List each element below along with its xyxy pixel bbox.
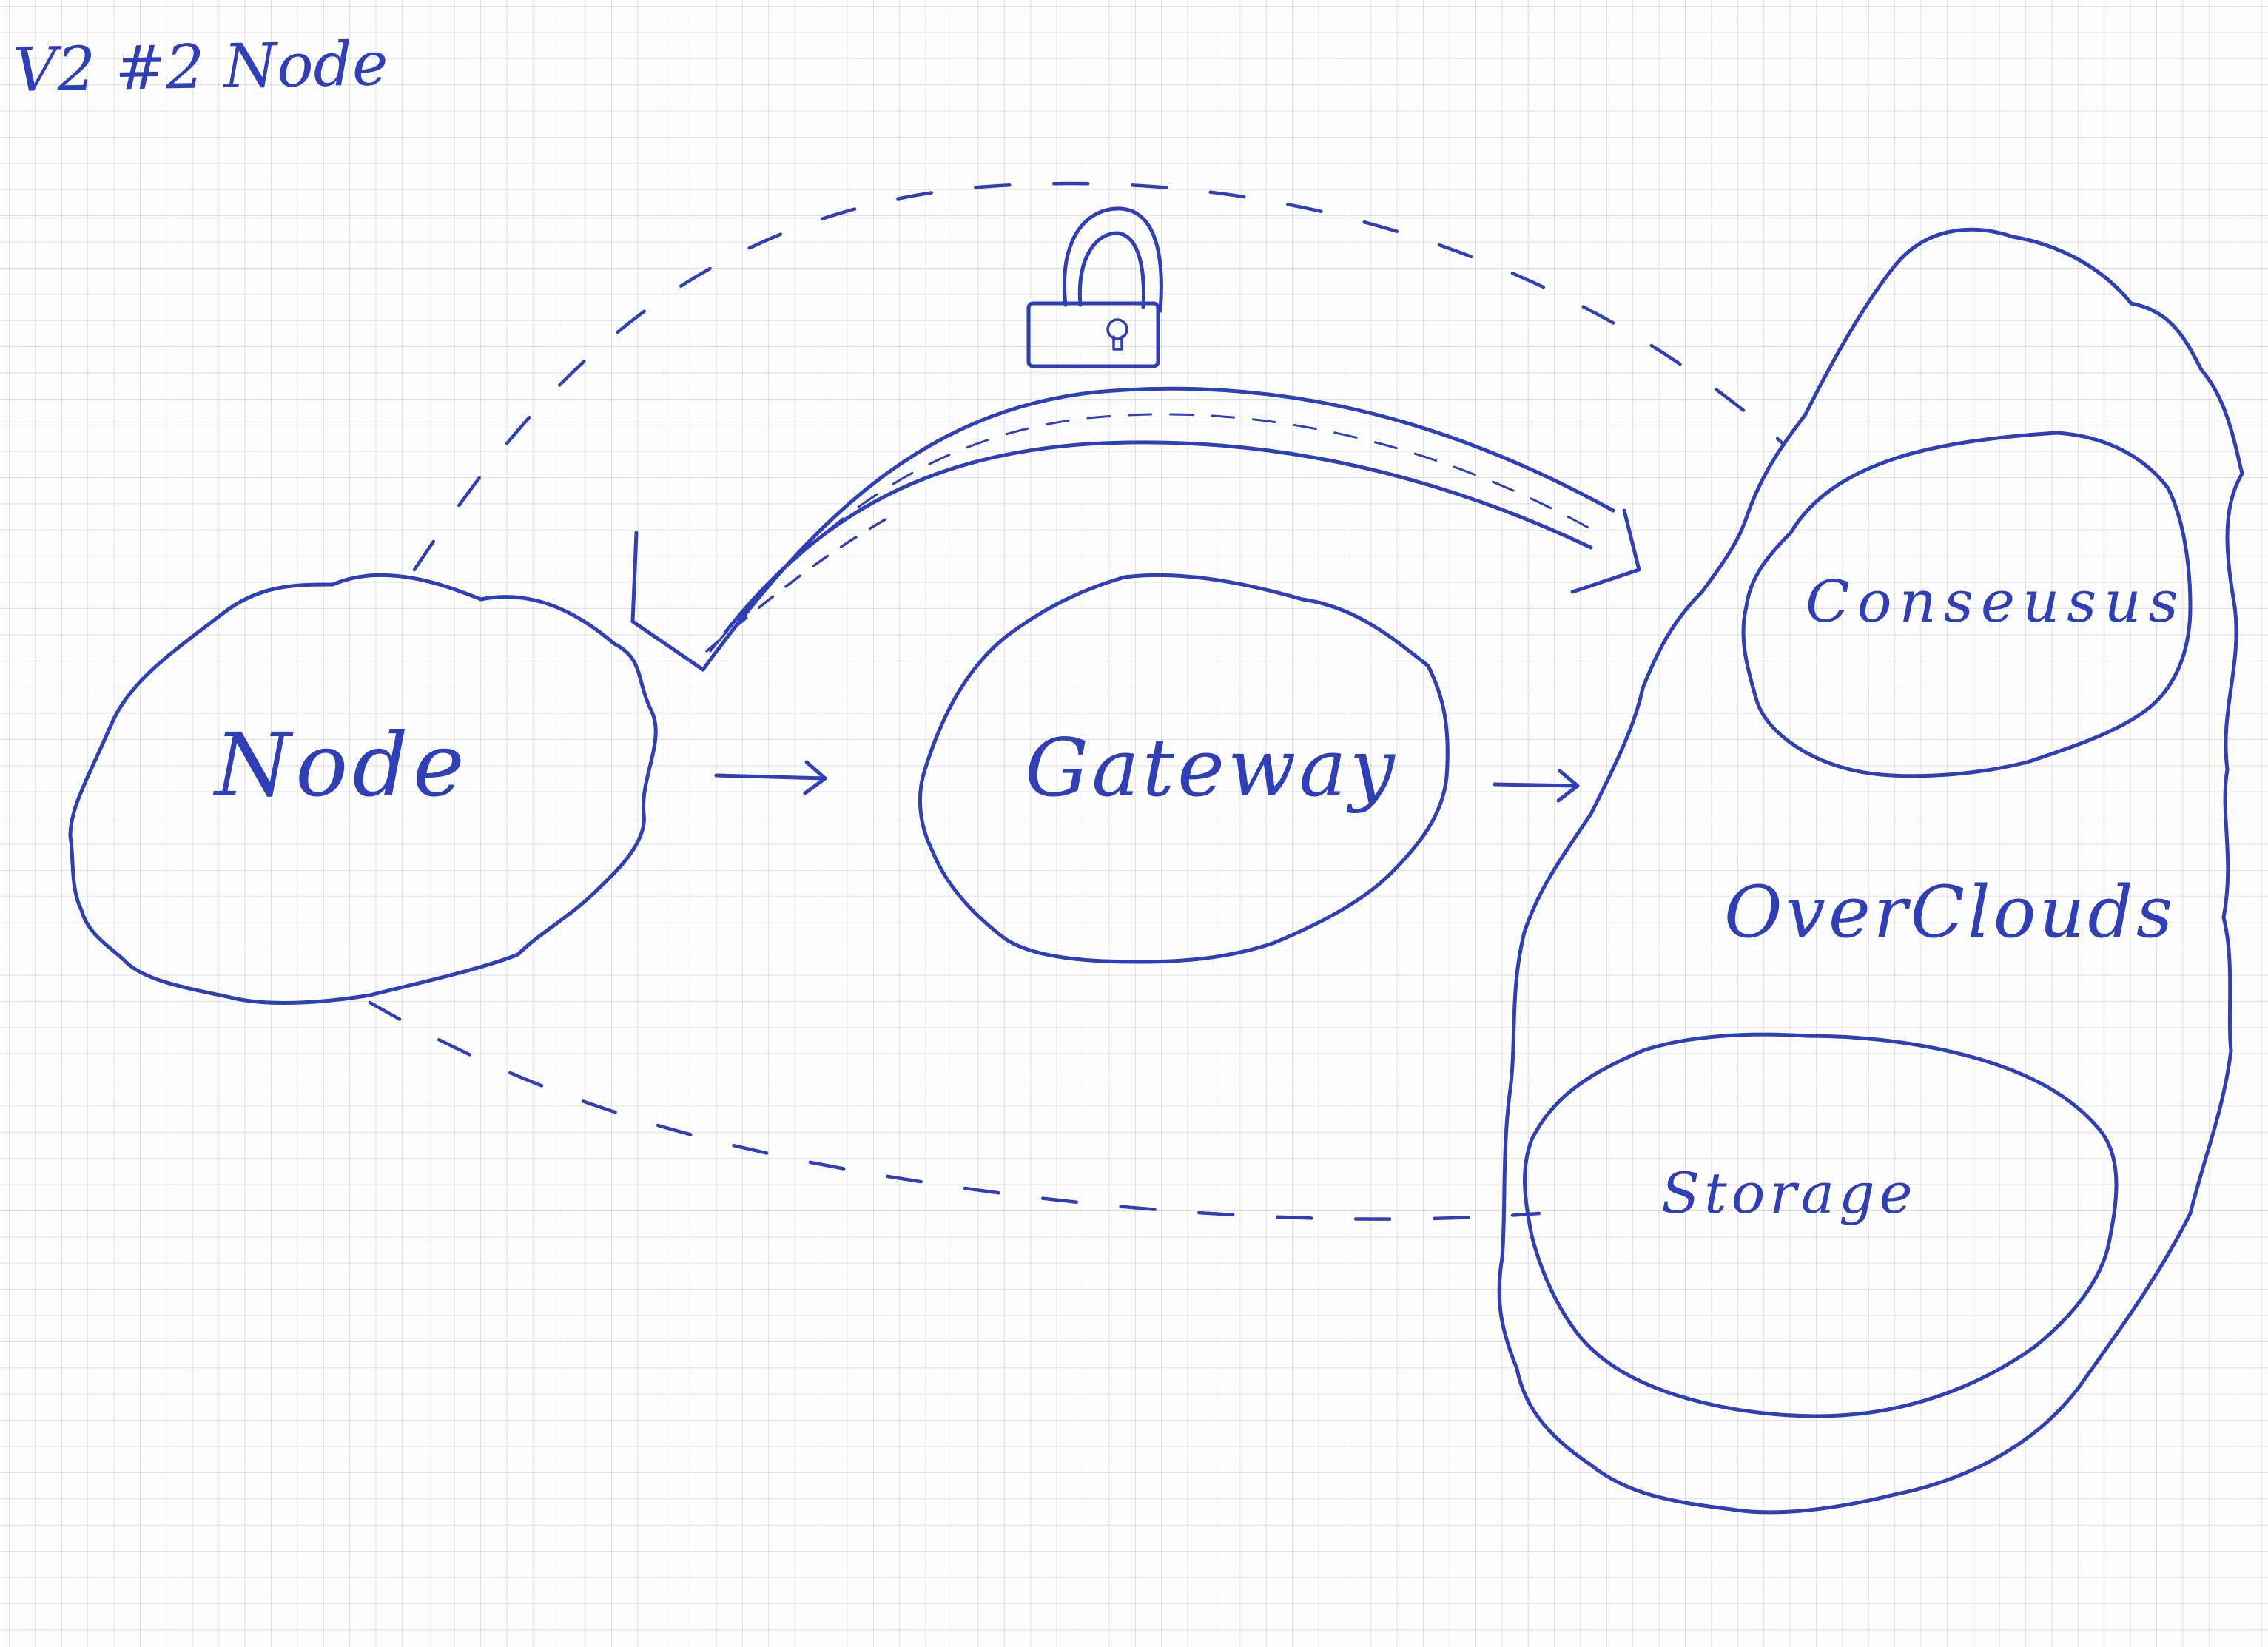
consensus-label: Conseusus <box>1806 569 2186 636</box>
page-title: V2 #2 Node <box>13 29 389 106</box>
gateway-label: Gateway <box>1025 722 1398 815</box>
overclouds-cloud <box>1497 227 2244 1515</box>
node-cloud <box>68 573 658 1005</box>
consensus-cloud <box>1741 431 2193 778</box>
storage-label: Storage <box>1661 1160 1917 1226</box>
arrow-right-icon <box>1493 769 1580 803</box>
dashed-connection-bottom <box>368 1000 1541 1221</box>
storage-cloud <box>1523 1032 2119 1418</box>
arrow-right-icon <box>714 760 827 795</box>
overclouds-label: OverClouds <box>1724 871 2176 954</box>
curved-tunnel-arrow <box>630 386 1641 672</box>
dashed-connection-top <box>412 181 1786 572</box>
lock-icon <box>1026 206 1163 368</box>
node-label: Node <box>215 714 469 816</box>
gateway-cloud <box>918 573 1450 964</box>
